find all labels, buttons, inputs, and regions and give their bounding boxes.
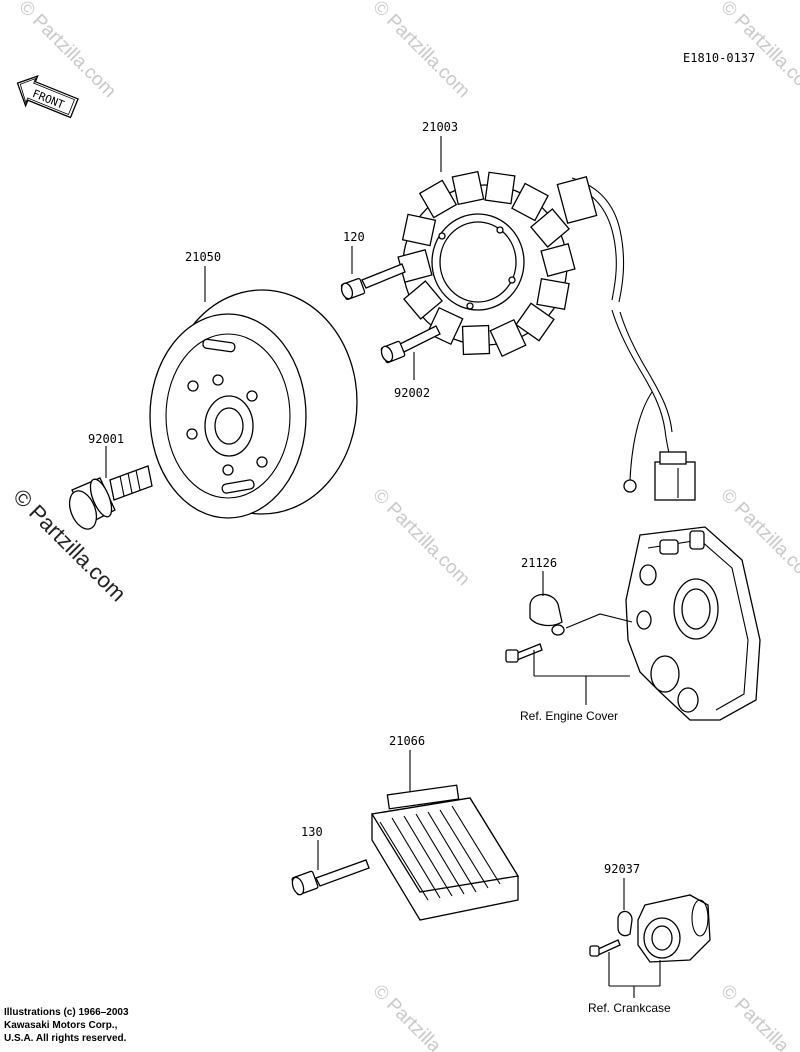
watermark: © Partzilla.com — [368, 485, 473, 590]
stator-bolt-part — [340, 263, 406, 301]
engine-cover-part — [625, 526, 761, 721]
part-label-130: 130 — [301, 825, 323, 839]
copyright-line: U.S.A. All rights reserved. — [4, 1033, 127, 1044]
flywheel-part — [149, 289, 358, 519]
watermark: © Partzilla.com — [368, 981, 473, 1052]
copyright-line: Kawasaki Motors Corp., — [4, 1020, 118, 1031]
flywheel-bolt-part — [68, 465, 153, 530]
clamp-part — [505, 593, 633, 663]
part-label-92002: 92002 — [394, 386, 430, 400]
copyright-line: Illustrations (c) 1966–2003 — [4, 1007, 129, 1018]
regulator-part — [370, 784, 520, 921]
part-label-21066: 21066 — [389, 734, 425, 748]
front-arrow: FRONT — [16, 75, 79, 119]
copyright-notice: Illustrations (c) 1966–2003 Kawasaki Mot… — [4, 1006, 129, 1045]
part-label-21003: 21003 — [422, 120, 458, 134]
watermark: © Partzilla.com — [368, 0, 473, 102]
stator-part — [397, 170, 696, 501]
part-label-92001: 92001 — [88, 432, 124, 446]
watermark: © Partzilla.com — [716, 981, 800, 1052]
stator-poles — [397, 170, 576, 358]
part-label-92037: 92037 — [604, 862, 640, 876]
part-label-21126: 21126 — [521, 556, 557, 570]
part-label-120: 120 — [343, 230, 365, 244]
diagram-code: E1810-0137 — [683, 51, 755, 65]
ref-engine-cover: Ref. Engine Cover — [520, 709, 618, 723]
ref-crankcase: Ref. Crankcase — [588, 1001, 671, 1015]
part-label-21050: 21050 — [185, 250, 221, 264]
crankcase-clamp-part — [589, 894, 711, 963]
regulator-bolt-part — [291, 859, 370, 896]
stator-screw-part — [380, 325, 441, 364]
